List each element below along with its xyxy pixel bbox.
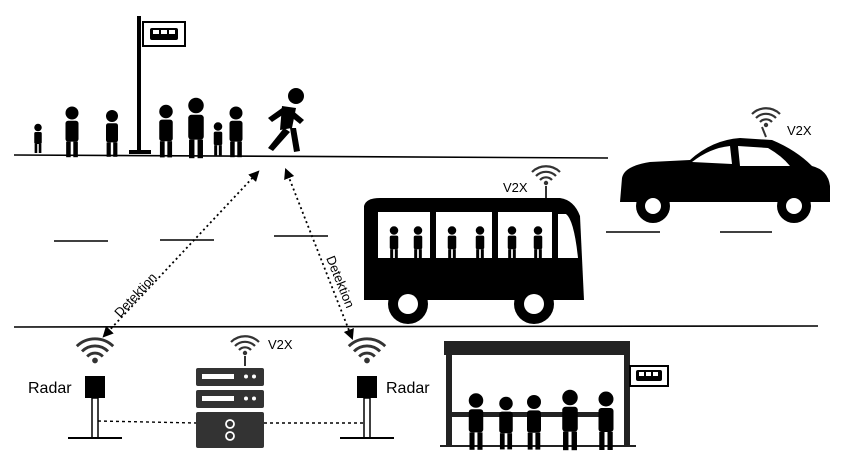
roadside-unit-icon: [196, 356, 264, 448]
radar-icon: [340, 337, 394, 439]
radar-label-left: Radar: [28, 380, 72, 397]
antenna-signal-icon: [530, 165, 562, 187]
road-edge-bottom: [13, 325, 819, 328]
running-pedestrian-icon: [268, 88, 304, 152]
detection-label-right: Detektion: [323, 254, 357, 311]
antenna-signal-icon: [229, 335, 261, 357]
v2x-label-car: V2X: [787, 123, 812, 138]
pedestrians-icon: [34, 88, 304, 159]
antenna-signal-icon: [750, 107, 782, 129]
detection-arrow-right: [284, 167, 354, 341]
radar-label-right: Radar: [386, 380, 430, 397]
v2x-label-bus: V2X: [503, 180, 528, 195]
sidewalk-edge-top: [13, 154, 609, 159]
radar-connections: [97, 420, 364, 424]
v2x-label-server: V2X: [268, 337, 293, 352]
detection-arrows: Detektion Detektion: [102, 167, 358, 341]
radar-icon: [68, 337, 122, 439]
bus-icon: [364, 186, 584, 324]
car-icon: [620, 126, 830, 223]
bus-stop-sign-icon: [129, 16, 186, 154]
bus-shelter-icon: [440, 341, 669, 451]
detection-label-left: Detektion: [111, 270, 159, 320]
